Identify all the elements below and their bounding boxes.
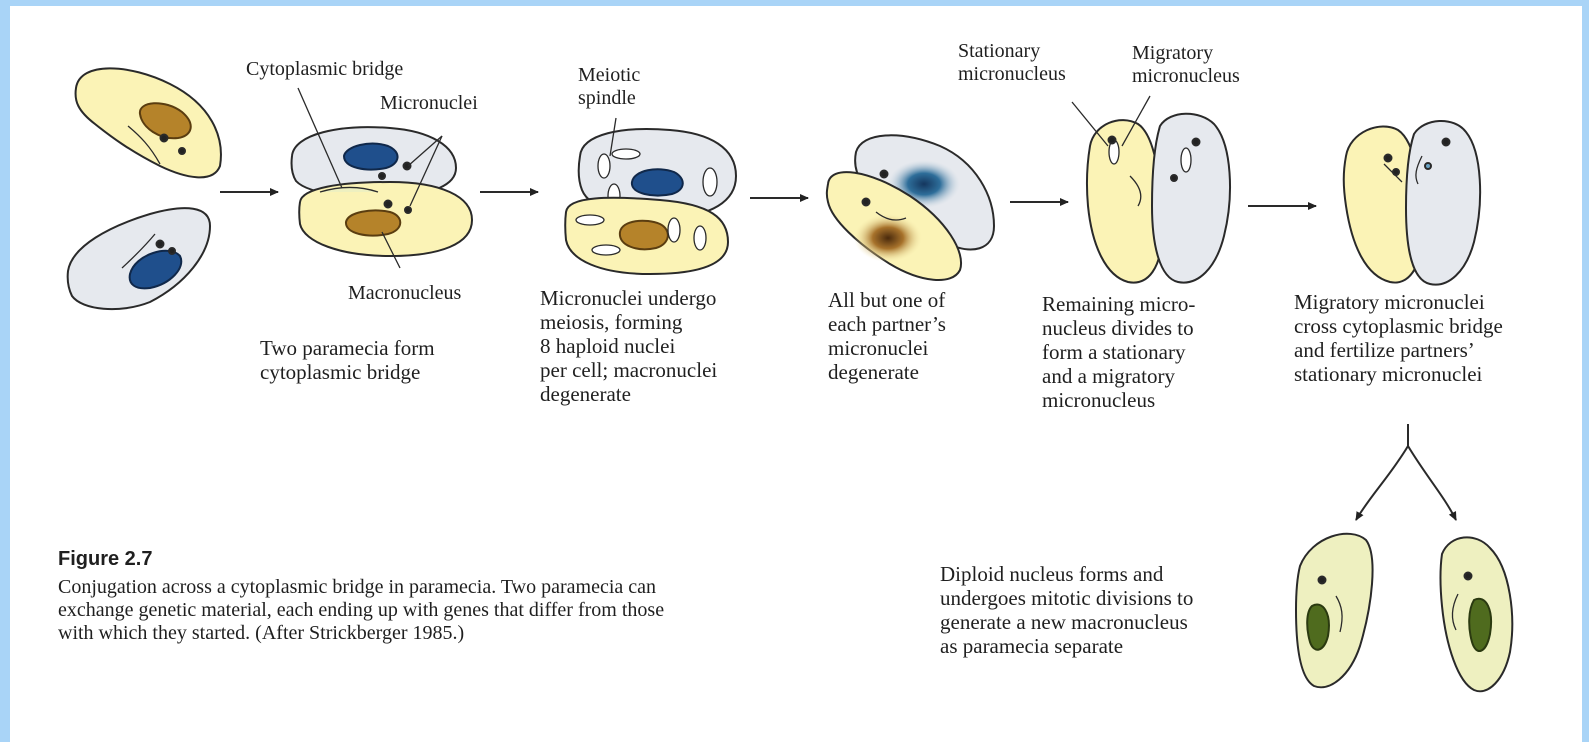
- label-migratory-micronucleus: Migratory micronucleus: [1132, 42, 1240, 88]
- caption-step-1: Two paramecia form cytoplasmic bridge: [260, 336, 435, 384]
- label-micronuclei: Micronuclei: [380, 92, 478, 115]
- split-arrow-right: [1408, 446, 1456, 520]
- step6-paramecium-grey: [1406, 121, 1480, 285]
- label-macronucleus: Macronucleus: [348, 282, 461, 305]
- step1-paramecium-yellow: [76, 68, 221, 177]
- figure-caption: Conjugation across a cytoplasmic bridge …: [58, 576, 664, 645]
- caption-step-5: Migratory micronuclei cross cytoplasmic …: [1294, 290, 1503, 386]
- daughter-paramecium-left: [1296, 534, 1373, 687]
- pointer-stationary-micronucleus: [1072, 102, 1108, 146]
- caption-step-6: Diploid nucleus forms and undergoes mito…: [940, 562, 1193, 658]
- step2-paramecium-yellow: [299, 182, 472, 256]
- split-arrow-left: [1356, 446, 1408, 520]
- label-cytoplasmic-bridge: Cytoplasmic bridge: [246, 58, 403, 81]
- step5-paramecium-grey: [1152, 114, 1230, 283]
- label-stationary-micronucleus: Stationary micronucleus: [958, 40, 1066, 86]
- figure-title: Figure 2.7: [58, 548, 152, 571]
- figure-frame: Cytoplasmic bridge Micronuclei Macronucl…: [10, 6, 1582, 742]
- daughter-paramecium-right: [1441, 537, 1513, 691]
- label-meiotic-spindle: Meiotic spindle: [578, 64, 640, 110]
- step1-paramecium-grey: [68, 208, 210, 309]
- caption-step-3: All but one of each partner’s micronucle…: [828, 288, 946, 384]
- step3-paramecium-yellow: [565, 198, 728, 274]
- step5-paramecium-yellow: [1087, 120, 1162, 282]
- caption-step-2: Micronuclei undergo meiosis, forming 8 h…: [540, 286, 717, 406]
- caption-step-4: Remaining micro- nucleus divides to form…: [1042, 292, 1195, 412]
